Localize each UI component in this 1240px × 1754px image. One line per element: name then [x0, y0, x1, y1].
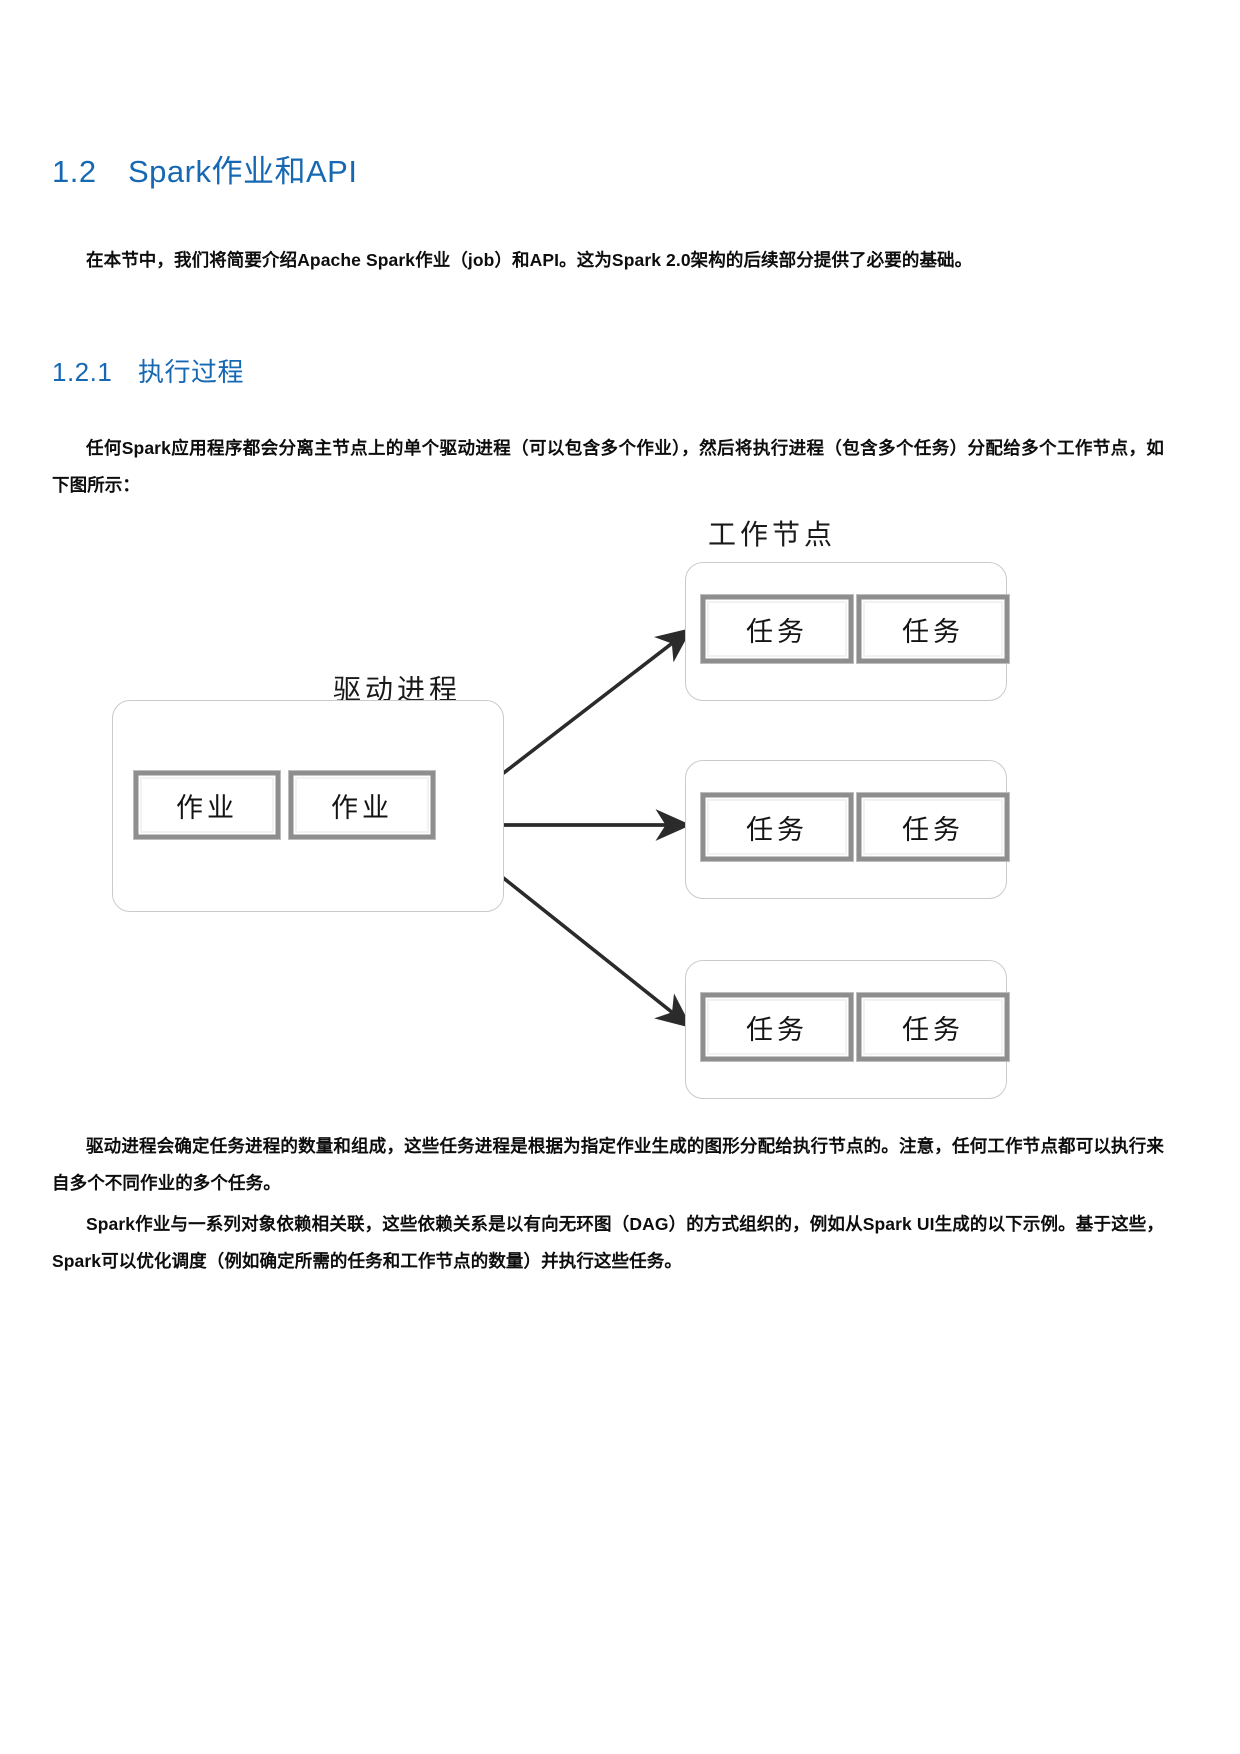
- job-box-1: 作业: [140, 777, 274, 833]
- subsection-number: 1.2.1: [52, 357, 113, 387]
- section-heading-1-2: 1.2 Spark作业和API: [52, 146, 357, 191]
- job-box-2: 作业: [295, 777, 429, 833]
- task-box-3-2: 任务: [863, 999, 1003, 1055]
- task-box-3-1: 任务: [707, 999, 847, 1055]
- subsection-title: 执行过程: [138, 357, 245, 387]
- paragraph-after-figure-2: Spark作业与一系列对象依赖相关联，这些依赖关系是以有向无环图（DAG）的方式…: [52, 1214, 1164, 1271]
- paragraph-execution: 任何Spark应用程序都会分离主节点上的单个驱动进程（可以包含多个作业），然后将…: [52, 438, 1164, 495]
- section-heading-1-2-1: 1.2.1 执行过程: [52, 352, 244, 389]
- task-box-1-2: 任务: [863, 601, 1003, 657]
- architecture-figure: 工作节点 驱动进程 作业 作业 任务 任务 任务 任务 任务 任务: [90, 505, 1090, 1105]
- task-box-2-1: 任务: [707, 799, 847, 855]
- section-number: 1.2: [52, 154, 97, 189]
- task-box-1-1: 任务: [707, 601, 847, 657]
- paragraph-after-figure-1: 驱动进程会确定任务进程的数量和组成，这些任务进程是根据为指定作业生成的图形分配给…: [52, 1136, 1164, 1193]
- task-box-2-2: 任务: [863, 799, 1003, 855]
- section-title: Spark作业和API: [128, 154, 358, 189]
- figure-label-worker-nodes: 工作节点: [708, 520, 837, 551]
- paragraph-intro: 在本节中，我们将简要介绍Apache Spark作业（job）和API。这为Sp…: [86, 250, 973, 270]
